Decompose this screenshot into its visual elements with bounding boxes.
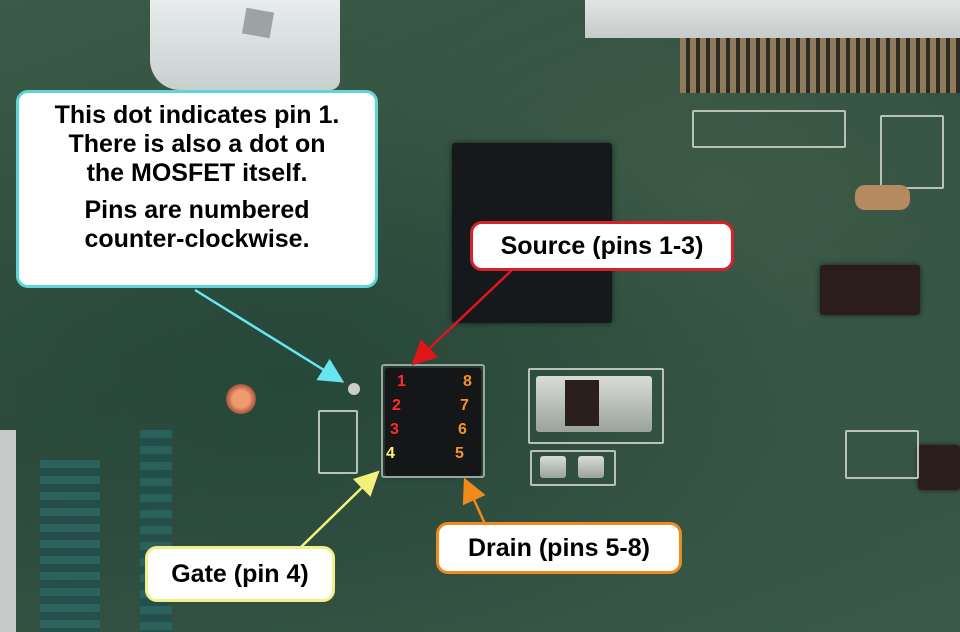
pin1-note-line-2: There is also a dot on (68, 129, 326, 158)
resistor-outline (528, 368, 664, 444)
source-callout: Source (pins 1-3) (470, 221, 734, 271)
pin-label-3: 3 (390, 421, 399, 438)
pad-outline (880, 115, 944, 189)
gate-callout: Gate (pin 4) (145, 546, 335, 602)
gate-arrow (299, 470, 380, 549)
source-arrow (411, 269, 513, 366)
pin1-arrow (194, 288, 345, 383)
component-outline (318, 410, 358, 474)
pcb-edge (0, 430, 16, 632)
pad (578, 456, 604, 478)
pin-label-6: 6 (458, 421, 467, 438)
pin-label-7: 7 (460, 397, 469, 414)
pin-label-5: 5 (455, 445, 464, 462)
small-ic-right (820, 265, 920, 315)
ribbon-connector-pins (680, 38, 960, 93)
capacitor (855, 185, 910, 210)
resistor-body (565, 380, 599, 426)
pad-outline (530, 450, 616, 486)
pcb-trace-left (40, 460, 100, 632)
pin1-note-callout: This dot indicates pin 1. There is also … (16, 90, 378, 288)
pad (540, 456, 566, 478)
pin1-note-line-3: the MOSFET itself. (86, 158, 308, 187)
pin1-note-line-4: Pins are numbered (84, 196, 310, 225)
mosfet-chip (385, 368, 481, 476)
pad-outline (845, 430, 919, 479)
pin-label-2: 2 (392, 397, 401, 414)
pad-outline (692, 110, 846, 148)
pin1-note-line-5: counter-clockwise. (84, 225, 310, 253)
drain-callout: Drain (pins 5-8) (436, 522, 682, 574)
drain-arrow (462, 477, 487, 525)
ribbon-connector (585, 0, 960, 38)
pin-label-8: 8 (463, 373, 472, 390)
small-ic-far-right (918, 445, 960, 490)
pin-label-4: 4 (386, 445, 395, 462)
pin1-dot (348, 383, 360, 395)
pin1-note-line-1: This dot indicates pin 1. (54, 101, 340, 129)
copper-via (226, 384, 256, 414)
pin-label-1: 1 (397, 373, 406, 390)
